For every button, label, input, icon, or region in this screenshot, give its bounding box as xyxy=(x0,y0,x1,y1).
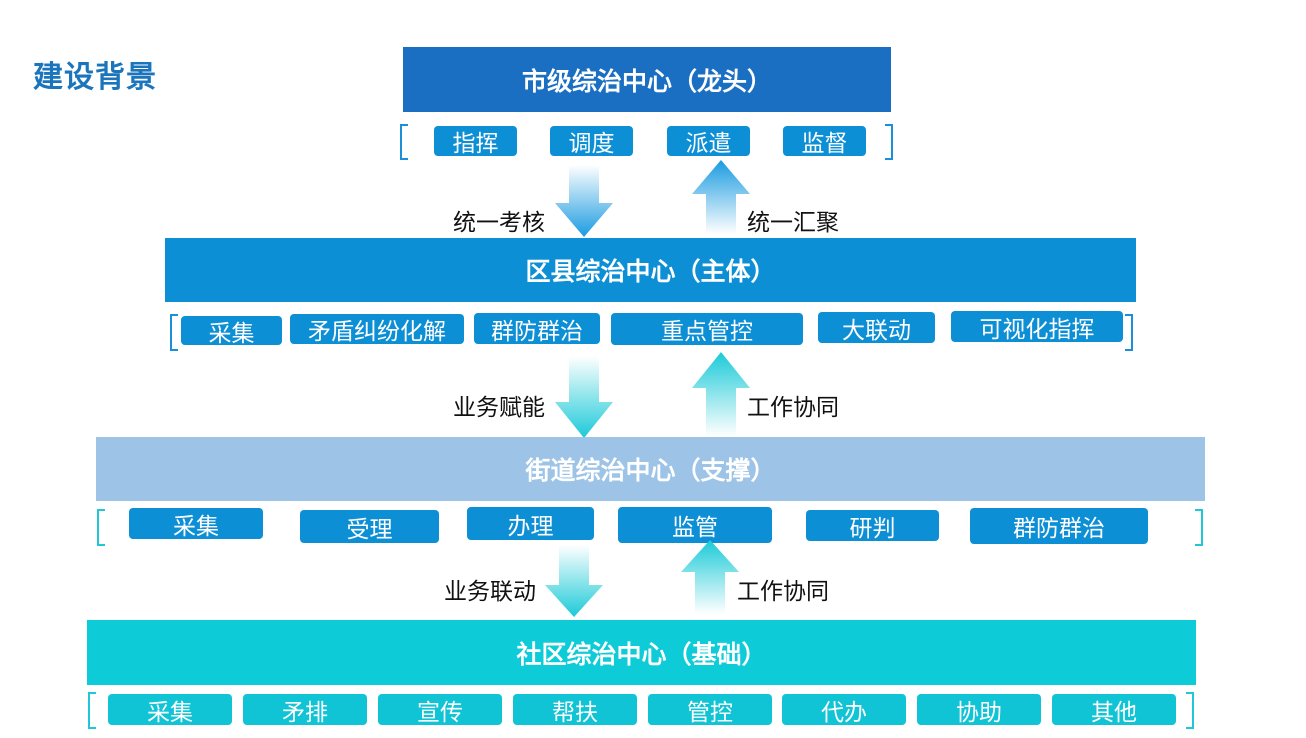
city-function-pill: 派遣 xyxy=(667,126,750,157)
district-function-pill: 可视化指挥 xyxy=(951,311,1123,343)
street-function-label: 采集 xyxy=(173,513,219,540)
city-function-pill: 监督 xyxy=(783,126,866,157)
district-function-label: 矛盾纠纷化解 xyxy=(308,319,446,345)
street-function-pill: 办理 xyxy=(467,507,594,540)
community-level-box: 社区综治中心（基础） xyxy=(87,620,1196,685)
street-function-label: 群防群治 xyxy=(1013,516,1105,542)
community-function-pill: 矛排 xyxy=(243,694,367,726)
street-function-label: 监管 xyxy=(672,515,718,541)
community-function-pill: 管控 xyxy=(648,694,772,726)
community-function-label: 采集 xyxy=(147,699,193,726)
district-function-pill: 群防群治 xyxy=(474,313,600,345)
community-function-pill: 协助 xyxy=(917,694,1041,726)
city-function-label: 监督 xyxy=(801,131,848,157)
page-title: 建设背景 xyxy=(33,60,157,95)
bracket-icon xyxy=(1125,314,1133,351)
flow-label-down: 统一考核 xyxy=(453,210,545,236)
street-function-label: 办理 xyxy=(507,513,554,540)
street-function-pill: 监管 xyxy=(618,507,772,543)
community-function-label: 矛排 xyxy=(282,699,328,726)
bracket-icon xyxy=(400,124,408,160)
street-function-pill: 研判 xyxy=(806,510,939,542)
district-function-label: 可视化指挥 xyxy=(979,316,1095,343)
community-function-pill: 宣传 xyxy=(378,694,502,726)
flow-label-up: 工作协同 xyxy=(747,395,839,421)
street-function-pill: 群防群治 xyxy=(970,508,1148,544)
street-function-label: 受理 xyxy=(346,516,393,543)
community-function-label: 其他 xyxy=(1091,699,1137,726)
district-function-pill: 矛盾纠纷化解 xyxy=(290,314,464,345)
community-function-pill: 代办 xyxy=(782,694,906,726)
city-function-pill: 调度 xyxy=(550,126,633,157)
flow-label-down: 业务赋能 xyxy=(453,395,545,421)
community-level-title: 社区综治中心（基础） xyxy=(516,639,767,669)
city-function-pill: 指挥 xyxy=(434,126,517,157)
down-arrow-icon xyxy=(545,545,603,617)
community-function-label: 协助 xyxy=(956,699,1002,726)
city-function-label: 调度 xyxy=(568,131,615,157)
community-function-label: 代办 xyxy=(821,699,867,726)
city-level-title: 市级综治中心（龙头） xyxy=(521,66,772,96)
street-function-label: 研判 xyxy=(849,515,896,542)
flow-label-up: 统一汇聚 xyxy=(747,210,839,236)
city-level-box: 市级综治中心（龙头） xyxy=(403,47,891,112)
flow-label-down: 业务联动 xyxy=(444,579,536,605)
community-function-pill: 其他 xyxy=(1052,694,1176,726)
bracket-icon xyxy=(97,509,105,546)
district-function-pill: 采集 xyxy=(181,316,282,347)
city-function-label: 派遣 xyxy=(685,131,732,157)
down-arrow-icon xyxy=(555,165,613,237)
bracket-icon xyxy=(170,314,178,351)
down-arrow-icon xyxy=(555,356,613,438)
street-level-box: 街道综治中心（支撑） xyxy=(96,437,1205,501)
bracket-icon xyxy=(885,124,893,160)
district-function-label: 重点管控 xyxy=(661,319,753,345)
flow-label-up: 工作协同 xyxy=(737,579,829,605)
district-function-label: 群防群治 xyxy=(491,318,583,345)
community-function-label: 帮扶 xyxy=(552,699,598,726)
up-arrow-icon xyxy=(692,160,750,234)
bracket-icon xyxy=(88,692,96,729)
community-function-label: 宣传 xyxy=(417,699,463,726)
bracket-icon xyxy=(1186,692,1194,729)
community-function-pill: 帮扶 xyxy=(513,694,637,726)
district-level-title: 区县综治中心（主体） xyxy=(525,257,776,286)
district-function-label: 大联动 xyxy=(842,317,911,344)
bracket-icon xyxy=(1195,509,1203,546)
street-function-pill: 采集 xyxy=(129,508,263,540)
street-level-title: 街道综治中心（支撑） xyxy=(525,456,776,485)
street-function-pill: 受理 xyxy=(300,510,439,543)
district-function-label: 采集 xyxy=(208,320,255,347)
up-arrow-icon xyxy=(692,352,750,436)
up-arrow-icon xyxy=(681,540,739,614)
district-function-pill: 大联动 xyxy=(818,312,935,344)
community-function-pill: 采集 xyxy=(108,694,232,726)
district-function-pill: 重点管控 xyxy=(611,313,803,345)
community-function-label: 管控 xyxy=(687,699,733,726)
city-function-label: 指挥 xyxy=(452,131,499,157)
district-level-box: 区县综治中心（主体） xyxy=(165,238,1136,302)
